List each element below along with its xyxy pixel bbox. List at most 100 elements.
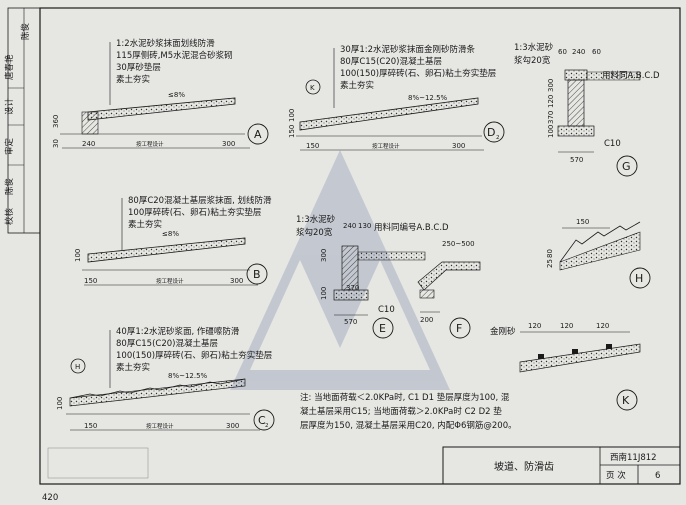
detail-c-span: 按工程设计 [146,422,174,430]
title-block: 坡道、防滑齿 西南11J812 页 次 6 [442,446,681,485]
side-label-2: 审定 [4,137,15,155]
detail-a-layer-3: 素土夯实 [116,74,150,85]
detail-g-dim-570: 570 [570,156,583,164]
detail-h: 150 80 25 H [546,218,651,289]
detail-e-dim-100: 100 [320,287,328,300]
detail-k-dim-120c: 120 [596,322,609,330]
detail-e-material: 用料同编号A.B.C.D [374,222,449,233]
detail-e-note-1: 1:3水泥砂 [296,214,336,225]
detail-d-layer-1: 80厚C15(C20)混凝土基层 [340,56,442,67]
side-label-1: 陈俊 [4,177,15,195]
detail-g-dim-370: 370 [547,111,555,124]
detail-e-note-2: 浆勾20宽 [296,227,333,238]
detail-c-slope: 8%~12.5% [168,372,208,380]
side-label-0: 校核 [4,207,15,225]
detail-b-slope: ≤8% [162,230,179,238]
detail-k-label: 金刚砂 [490,326,516,337]
detail-c-dim-300: 300 [226,422,239,430]
detail-d-ref: K [310,84,315,92]
detail-c-sub: 2 [265,423,269,429]
detail-e-dim-370: 370 [346,284,359,292]
detail-d-slope: 8%~12.5% [408,94,448,102]
detail-g-note-1: 1:3水泥砂 [514,42,554,53]
detail-a: 1:2水泥砂浆抹面划线防滑 115厚侧砖,M5水泥混合砂浆砌 30厚砂垫层 素土… [52,38,269,149]
detail-g-id: G [622,160,631,173]
detail-d-layer-0: 30厚1:2水泥砂浆抹面金刚砂防滑条 [340,44,475,55]
detail-d-dim-150: 150 [288,125,296,138]
detail-g-dim-100: 100 [547,125,555,138]
note-line-1: 注: 当地面荷载＜2.0KPa时, C1 D1 垫层厚度为100, 混 [300,392,510,403]
detail-h-dim-150: 150 [576,218,589,226]
detail-d-layer-2: 100(150)厚碎砖(石、卵石)粘土夯实垫层 [340,68,496,79]
detail-b: 80厚C20混凝土基层浆抹面, 划线防滑 100厚碎砖(石、卵石)粘土夯实垫层 … [74,195,272,286]
detail-b-id: B [253,268,261,281]
detail-c-dim-150: 150 [84,422,97,430]
side-panel: 校核 陈俊 审定 设计 唐春艳 陈俊 [4,7,41,234]
detail-d-id: D [487,126,495,139]
detail-c-layer-1: 80厚C15(C20)混凝土基层 [116,338,218,349]
detail-f-id: F [456,322,462,335]
title-text: 坡道、防滑齿 [494,460,554,473]
detail-e-id: E [379,322,386,335]
note: 注: 当地面荷载＜2.0KPa时, C1 D1 垫层厚度为100, 混 凝土基层… [300,392,517,431]
detail-b-layer-0: 80厚C20混凝土基层浆抹面, 划线防滑 [128,195,272,206]
detail-d-sub: 2 [496,135,500,141]
detail-e: 1:3水泥砂 浆勾20宽 240 130 用料同编号A.B.C.D 300 37… [296,214,449,339]
detail-h-id: H [635,272,643,285]
detail-h-dim-80: 80 [546,249,554,258]
side-signature: 陈俊 [20,22,31,40]
page-label: 页 次 [606,470,626,481]
detail-g-dim-300: 300 [547,79,555,92]
detail-d-layer-3: 素土夯实 [340,80,374,91]
detail-e-dim-130: 130 [358,222,371,230]
detail-a-span: 按工程设计 [136,140,164,148]
detail-c-id: C [258,414,266,427]
detail-e-dim-300: 300 [320,249,328,262]
sheet-border [39,7,681,485]
detail-g-note-2: 浆勾20宽 [514,55,551,66]
detail-d: 30厚1:2水泥砂浆抹面金刚砂防滑条 80厚C15(C20)混凝土基层 100(… [288,44,505,151]
detail-a-dim-30: 30 [52,139,60,148]
detail-k: 120 120 120 金刚砂 K [490,322,641,411]
detail-k-dim-120b: 120 [560,322,573,330]
stamp-box [47,447,149,479]
detail-a-id: A [254,128,262,141]
detail-b-dim-150: 150 [84,277,97,285]
detail-g-base: C10 [604,139,621,149]
detail-g: 1:3水泥砂 浆勾20宽 60 240 60 用料同A.B.C.D 300 12… [514,42,660,177]
watermark [230,150,450,390]
detail-a-layer-2: 30厚砂垫层 [116,62,161,73]
detail-b-layer-1: 100厚碎砖(石、卵石)粘土夯实垫层 [128,207,261,218]
detail-h-dim-25: 25 [546,259,554,268]
detail-d-dim-300: 300 [452,142,465,150]
detail-a-dim-300: 300 [222,140,235,148]
note-line-3: 层厚度为150, 混凝土基层采用C20, 内配Φ6钢筋@200。 [300,420,517,431]
detail-f-dim-range: 250~500 [442,240,475,248]
detail-e-dim-240: 240 [343,222,356,230]
atlas-number: 西南11J812 [610,452,657,463]
detail-c-layer-0: 40厚1:2水泥砂浆面, 作礓嚓防滑 [116,326,240,337]
detail-b-layer-2: 素土夯实 [128,219,162,230]
detail-c-dim-100: 100 [56,397,64,410]
detail-k-dim-120a: 120 [528,322,541,330]
detail-d-dim-100: 100 [288,109,296,122]
note-line-2: 凝土基层采用C15; 当地面荷载＞2.0KPa时 C2 D2 垫 [300,406,502,417]
detail-b-dim-300: 300 [230,277,243,285]
detail-a-dim-360: 360 [52,115,60,128]
detail-a-layer-0: 1:2水泥砂浆抹面划线防滑 [116,38,215,49]
detail-c-layer-3: 素土夯实 [116,362,150,373]
detail-f: 250~500 200 F [417,240,481,339]
detail-a-layer-1: 115厚侧砖,M5水泥混合砂浆砌 [116,50,233,61]
page-value: 6 [655,471,660,481]
detail-b-span: 按工程设计 [156,277,184,285]
detail-g-dim-240: 240 [572,48,585,56]
detail-c-layer-2: 100(150)厚碎砖(石、卵石)粘土夯实垫层 [116,350,272,361]
detail-c-ref: H [75,363,80,371]
detail-e-base: C10 [378,305,395,315]
detail-a-slope: ≤8% [168,91,185,99]
detail-f-dim-200: 200 [420,316,433,324]
side-label-4: 唐春艳 [4,54,15,80]
detail-k-id: K [622,394,630,407]
detail-c: 40厚1:2水泥砂浆面, 作礓嚓防滑 80厚C15(C20)混凝土基层 100(… [56,326,275,431]
